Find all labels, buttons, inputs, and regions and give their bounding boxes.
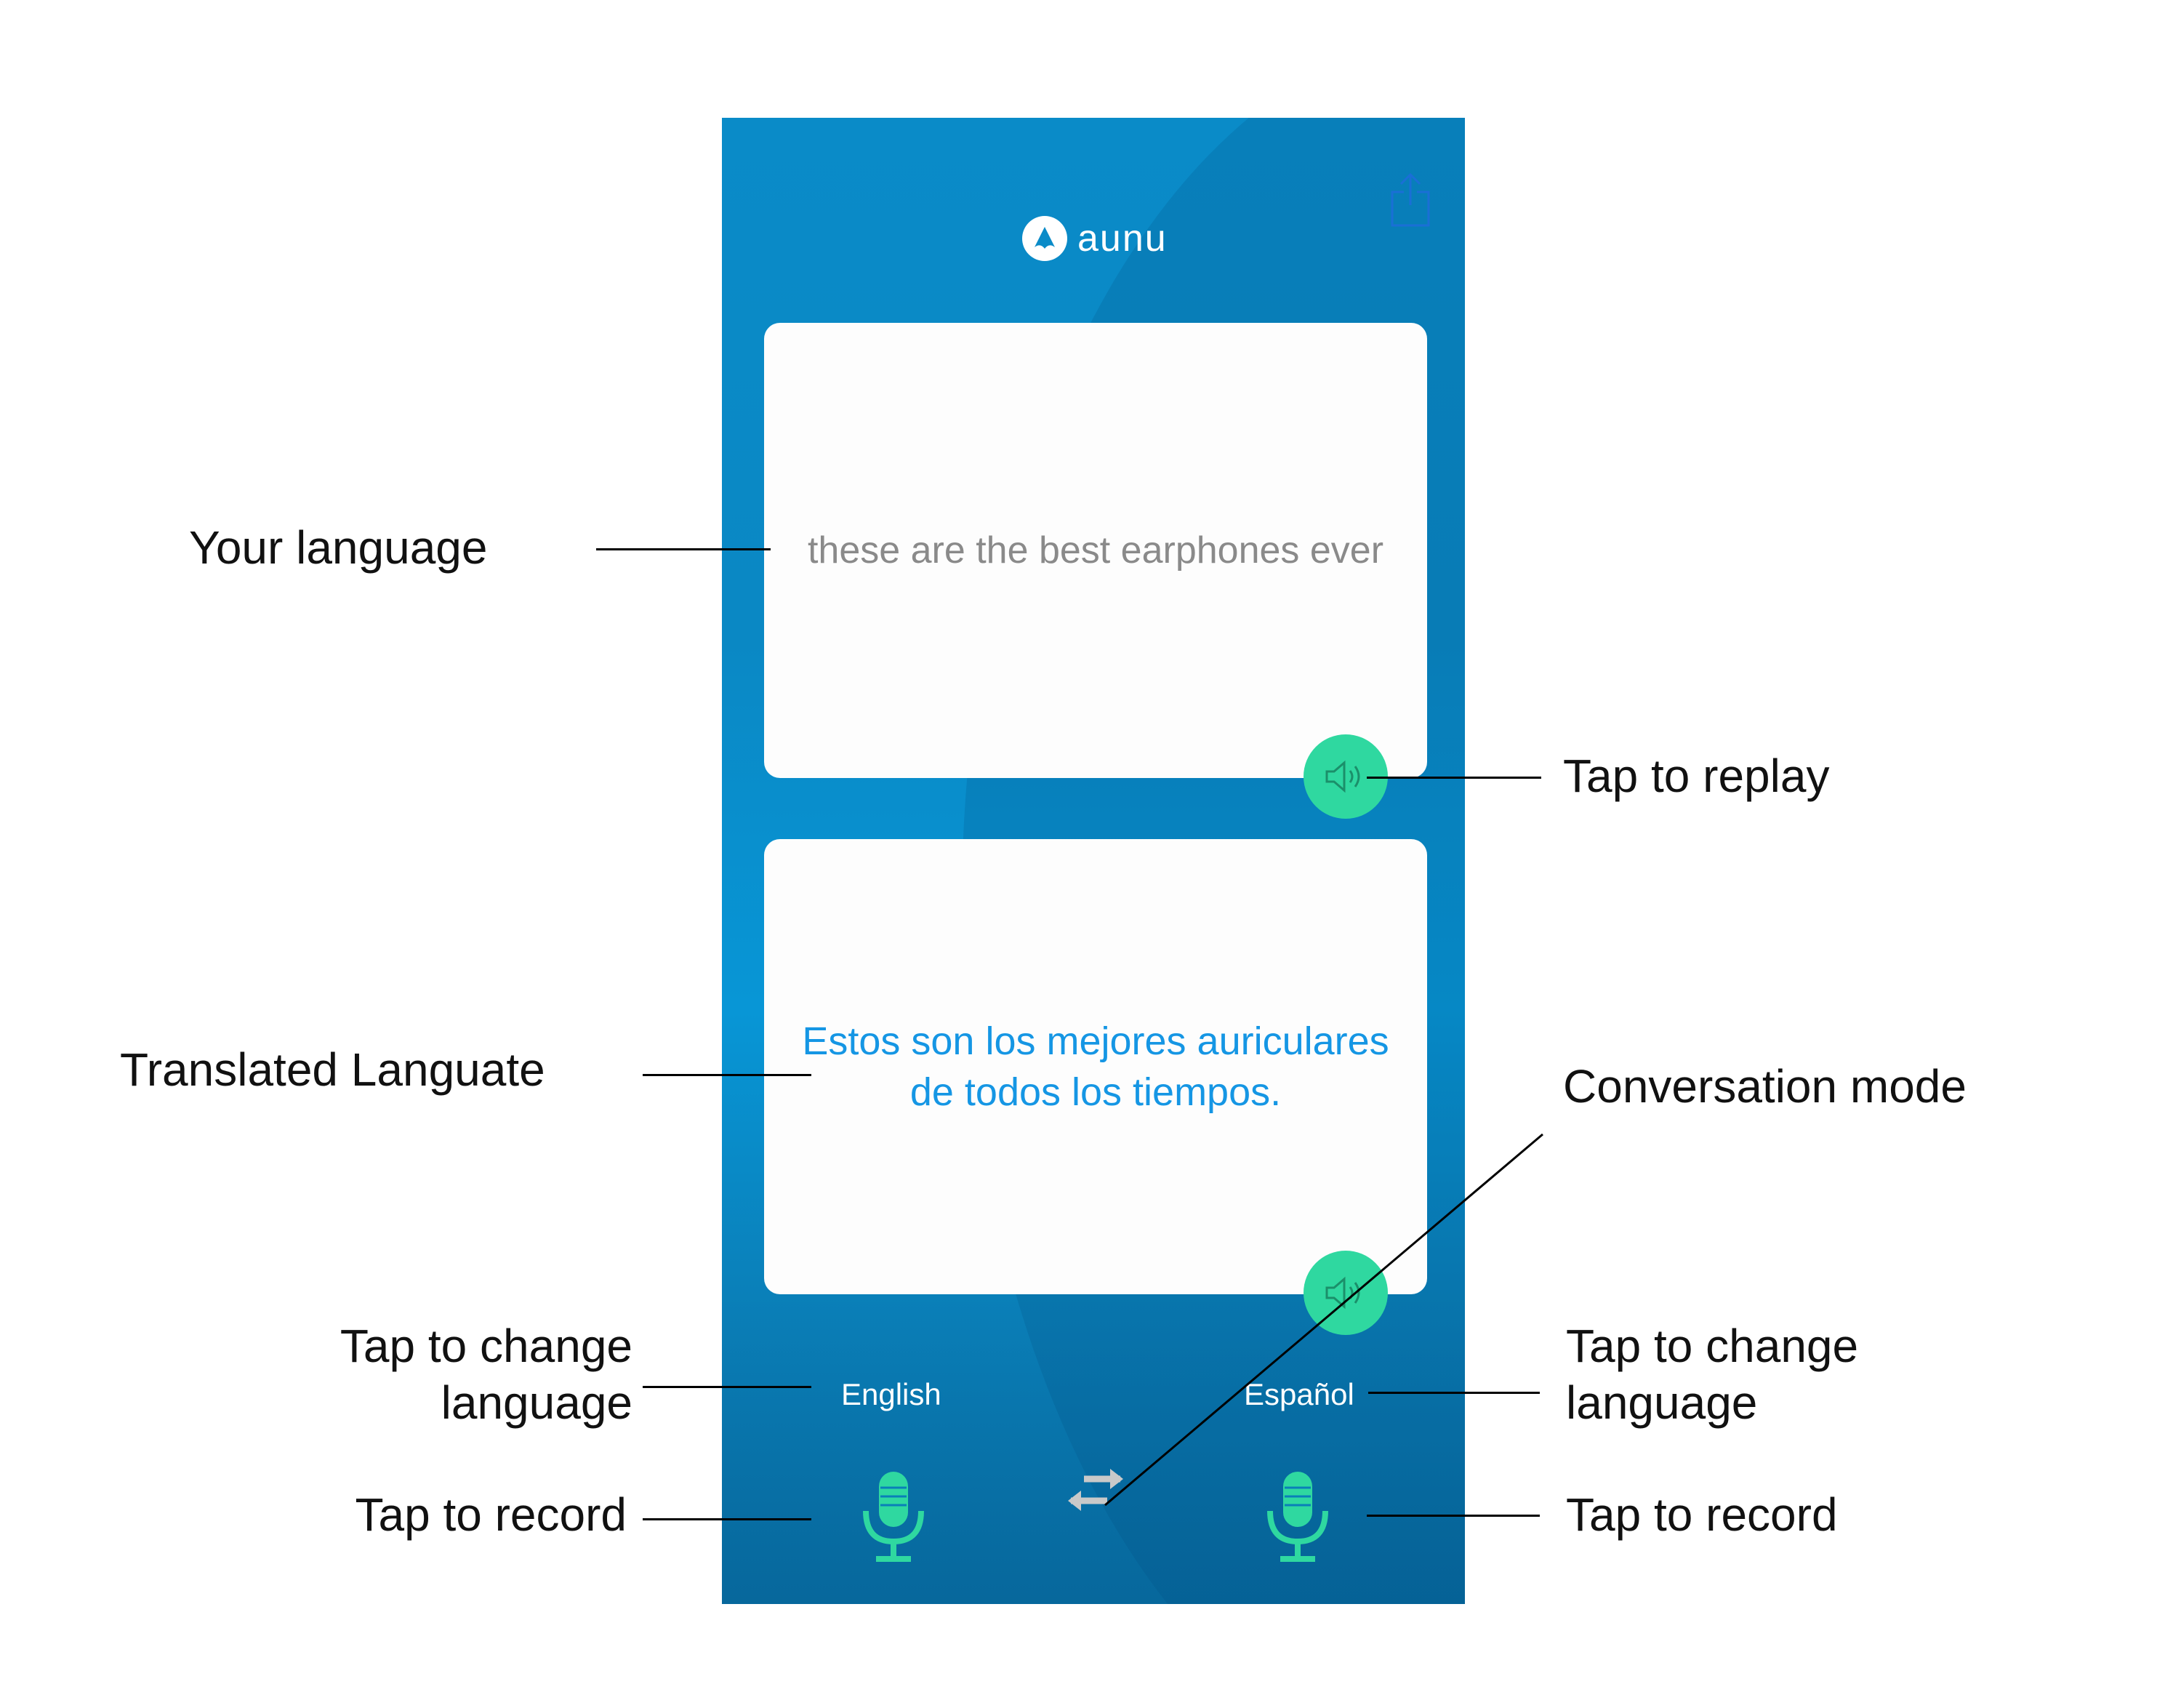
annotation-line-change-language-right [1368, 1392, 1540, 1394]
record-source-microphone-icon[interactable] [860, 1470, 927, 1563]
annotation-change-language-right-line2: language [1566, 1376, 1758, 1429]
annotation-change-language-left-line1: Tap to change [340, 1320, 632, 1372]
annotation-line-change-language-left [643, 1386, 811, 1388]
background-fade [722, 1299, 1465, 1604]
annotation-record-left: Tap to record [355, 1488, 627, 1541]
share-icon[interactable] [1389, 172, 1431, 228]
annotation-change-language-left: Tap to change language [276, 1318, 632, 1431]
translated-text-card[interactable]: Estos son los mejores auriculares de tod… [764, 839, 1427, 1294]
aunu-logo-icon [1022, 216, 1067, 261]
source-text-card[interactable]: these are the best earphones ever [764, 323, 1427, 778]
annotation-translated-language: Translated Languate [120, 1043, 545, 1096]
translated-text: Estos son los mejores auriculares de tod… [802, 1019, 1389, 1114]
annotation-line-conversation-mode [1104, 1133, 1543, 1507]
annotation-change-language-left-line2: language [441, 1376, 632, 1429]
annotation-conversation-mode: Conversation mode [1563, 1060, 1967, 1112]
annotation-change-language-right: Tap to change language [1566, 1318, 1858, 1431]
annotation-line-your-language [596, 548, 771, 550]
speaker-icon [1325, 760, 1360, 793]
annotation-line-translated-language [643, 1074, 811, 1076]
annotation-your-language: Your language [189, 521, 488, 574]
annotation-line-record-right [1367, 1515, 1540, 1517]
annotation-line-tap-to-replay [1367, 777, 1541, 779]
annotation-tap-to-replay: Tap to replay [1563, 750, 1830, 802]
annotation-line-record-left [643, 1518, 811, 1520]
translator-app-screen: aunu these are the best earphones ever E… [722, 118, 1465, 1604]
conversation-mode-swap-icon[interactable] [1062, 1464, 1128, 1515]
source-language-selector[interactable]: English [841, 1377, 941, 1411]
annotation-record-right: Tap to record [1566, 1488, 1838, 1541]
logo-text: aunu [1077, 217, 1168, 260]
source-text: these are the best earphones ever [807, 529, 1384, 572]
target-language-selector[interactable]: Español [1244, 1377, 1354, 1411]
annotation-change-language-right-line1: Tap to change [1566, 1320, 1859, 1372]
app-logo: aunu [1022, 215, 1168, 262]
record-target-microphone-icon[interactable] [1264, 1470, 1331, 1563]
